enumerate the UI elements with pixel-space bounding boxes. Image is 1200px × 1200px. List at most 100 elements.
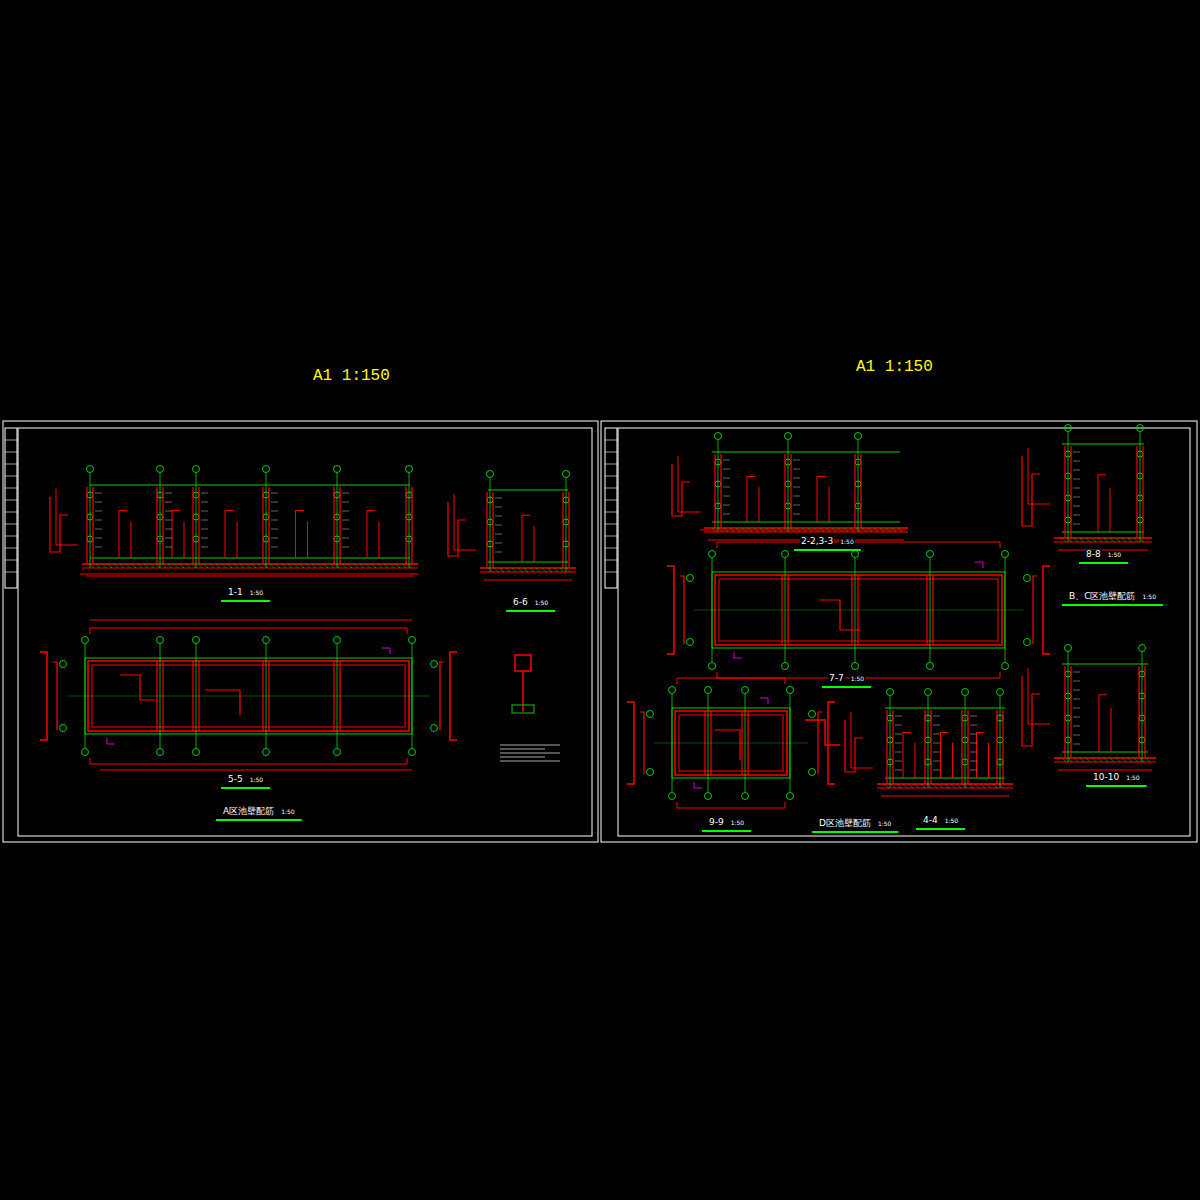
grid-bubble (487, 471, 494, 478)
cad-line (402, 564, 406, 568)
cad-line (930, 710, 931, 784)
cad-line (276, 564, 280, 568)
grid-bubble (742, 793, 749, 800)
grid-bubble (742, 687, 749, 694)
cad-line (339, 487, 340, 564)
grid-bubble (157, 637, 164, 644)
cad-line (605, 500, 617, 501)
cad-line (793, 460, 800, 461)
cad-line (987, 784, 991, 788)
rebar-line (367, 511, 375, 558)
cad-line (258, 564, 262, 568)
cad-line (271, 520, 278, 521)
grid-bubble (563, 541, 569, 547)
cad-line (518, 568, 522, 572)
view-scale: 1:50 (1141, 594, 1156, 601)
grid-bubble (687, 575, 694, 582)
cad-line (5, 476, 17, 477)
cad-line (512, 568, 516, 572)
cad-line (500, 568, 504, 572)
grid-bubble (60, 725, 67, 732)
cad-line (895, 743, 902, 744)
cad-line (702, 830, 751, 832)
cad-line (201, 511, 208, 512)
section-title: 7-7 (828, 674, 845, 684)
grid-bubble (715, 433, 722, 440)
cad-line (488, 490, 568, 491)
cad-line (156, 564, 160, 568)
cad-line (892, 710, 893, 784)
rebar-line (759, 487, 760, 522)
cad-line (67, 696, 430, 697)
grid-bubble (1065, 517, 1071, 523)
section-title: 9-9 (708, 818, 725, 828)
grid-bubble (669, 793, 676, 800)
cad-line (794, 549, 861, 551)
cad-line (933, 784, 937, 788)
rebar-line (440, 662, 444, 730)
cad-line (162, 564, 166, 568)
cad-line (921, 784, 925, 788)
grid-bubble (82, 749, 89, 756)
rebar-line (851, 712, 873, 768)
grid-bubble (157, 492, 163, 498)
rebar-line (1022, 456, 1040, 526)
cad-line (168, 564, 172, 568)
view-scale: 1:50 (249, 777, 264, 784)
cad-rect (618, 428, 1190, 836)
cad-line (5, 548, 17, 549)
cad-line (886, 710, 887, 784)
cad-line (916, 828, 965, 830)
cad-line (201, 502, 208, 503)
cad-line (1062, 538, 1066, 542)
cad-line (271, 493, 278, 494)
cad-line (895, 725, 902, 726)
grid-bubble (1065, 693, 1071, 699)
cad-line (114, 564, 118, 568)
cad-line (1073, 479, 1080, 480)
cad-line (132, 564, 136, 568)
cad-line (891, 784, 895, 788)
rebar-line (1022, 676, 1040, 746)
cad-line (5, 524, 17, 525)
grid-bubble (925, 689, 932, 696)
cad-line (80, 574, 418, 575)
cad-line (1073, 497, 1080, 498)
cad-line (90, 620, 412, 621)
cad-line (1062, 532, 1144, 533)
cad-line (390, 564, 394, 568)
cad-line (162, 487, 163, 564)
cad-line (723, 460, 730, 461)
grid-bubble (962, 737, 968, 743)
cad-line (138, 564, 142, 568)
grid-bubble (855, 459, 861, 465)
cad-line (881, 796, 1009, 797)
cad-line (1104, 758, 1108, 762)
cad-line (294, 564, 298, 568)
cad-line (1134, 758, 1138, 762)
cad-line (1138, 666, 1139, 758)
cad-line (1079, 562, 1128, 564)
grid-bubble (487, 519, 493, 525)
grid-bubble (887, 737, 893, 743)
rebar-line (379, 522, 380, 559)
cad-line (1122, 758, 1126, 762)
section-title: 6-6 (512, 598, 529, 608)
cad-line (970, 752, 977, 753)
cad-line (530, 568, 534, 572)
rebar-line (53, 662, 57, 730)
grid-bubble (406, 492, 412, 498)
cad-line (895, 716, 902, 717)
grid-bubble (334, 749, 341, 756)
grid-bubble (1139, 645, 1146, 652)
cad-line (970, 725, 977, 726)
cad-line (605, 512, 617, 513)
cad-line (933, 716, 940, 717)
rebar-line (1033, 576, 1037, 644)
cad-rect (605, 428, 617, 588)
cad-line (348, 564, 352, 568)
cad-line (1134, 538, 1138, 542)
cad-line (933, 734, 940, 735)
grid-bubble (60, 661, 67, 668)
grid-bubble (263, 514, 269, 520)
